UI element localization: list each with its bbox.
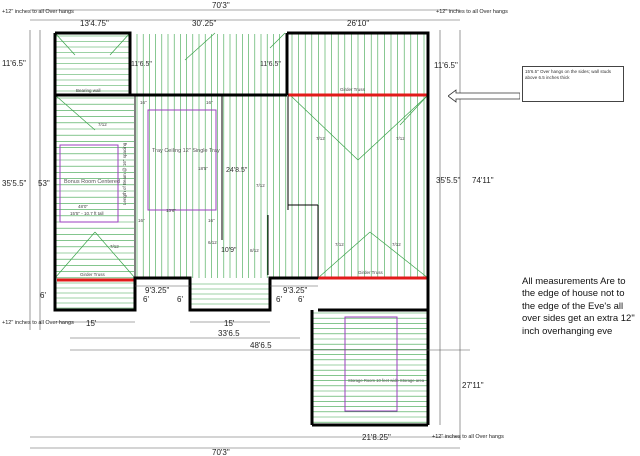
dim-bottom-4865: 48'6.5 [250,341,272,350]
dim-top-total: 70'3" [212,1,230,10]
dim-bottom-total: 70'3" [212,448,230,456]
dim-bottom-15-mid: 15' [224,319,235,328]
overhang-bottom-right: +12" inches to all Over hangs [432,434,504,440]
spacing-16-b: 16" [206,100,213,105]
dim-bottom-6-a: 6' [143,295,149,304]
pitch-8-12: 8/12 [250,248,259,253]
measurement-note: All measurements Are to the edge of hous… [522,276,635,337]
dim-left-53: 53" [38,179,50,188]
dim-bottom-6-c: 6' [276,295,282,304]
pitch-712-a: 7/12 [98,122,107,127]
pitch-712-d: 7/12 [110,244,119,249]
tray-dim-b: 13'6" [166,208,176,213]
beam-label: Length of Beam @ 16" spacing [122,142,127,205]
dim-right-upper: 11'6.5" [434,61,458,70]
pitch-712-c: 7/12 [396,136,405,141]
girder-truss-top-label: Girder Truss [340,87,366,92]
room-outlines [59,109,398,412]
dim-bottom-6-d: 6' [298,295,304,304]
inner-109: 10'9" [221,247,237,254]
dim-right-lower: 27'11" [462,381,484,390]
interior-walls [134,95,319,278]
pitch-712-b: 7/12 [316,136,325,141]
bonus-room-width: 48'0" [78,204,88,209]
inner-2485: 24'8.5" [226,167,248,174]
dim-left-lower: 6' [40,291,46,300]
dim-bottom-2182: 21'8.25" [362,433,391,442]
exterior-walls [53,31,430,427]
pitch-6-12: 6/12 [208,240,217,245]
callout-arrow-icon [448,89,520,103]
tray-dim-a: 18'5" [198,166,208,171]
dim-left-mid: 35'5.5" [2,179,27,188]
bonus-room-outline [59,144,119,223]
pitch-712-f: 7/12 [392,242,401,247]
hip-lines [54,32,429,279]
overhang-top-right: +12" inches to all Over hangs [436,9,508,15]
pitch-712-e: 7/12 [335,242,344,247]
storage-outline [344,316,398,412]
spacing-16-c: 16" [138,218,145,223]
spacing-16-a: 16" [140,100,147,105]
dim-left-upper: 11'6.5" [2,59,26,68]
dim-top-left: 13'4.75" [80,19,109,28]
dim-bottom-933-right: 9'3.25" [283,286,308,295]
truss-lines [56,34,427,423]
tray-ceiling-label: Tray Ceiling 12" Single Tray [152,148,220,154]
inner-1165-b: 11'6.5" [260,61,281,68]
dim-top-mid: 30'.25" [192,19,217,28]
pitch-712-g: 7/12 [256,183,265,188]
dim-top-right: 26'10" [347,19,369,28]
girder-truss-left-label: Girder Truss [80,272,106,277]
overhang-top-left: +12" inches to all Over hangs [2,9,74,15]
dim-bottom-15-left: 15' [86,319,97,328]
dim-bottom-6-b: 6' [177,295,183,304]
dim-bottom-3365: 33'6.5 [218,329,240,338]
inner-1165-a: 11'6.5" [131,61,152,68]
dim-right-mid: 35'5.5" [436,176,461,185]
spacing-16-d: 16" [208,218,215,223]
tray-ceiling-outline [147,109,217,211]
dim-right-total: 74'11" [472,176,494,185]
girder-truss-right-label: Girder Truss [358,270,384,275]
overhang-mid-left: +12" inches to all Over hangs [2,320,74,326]
dim-bottom-933-left: 9'3.25" [145,286,170,295]
bonus-room-label: Bonus Room Centered [64,179,120,185]
bonus-room-size: 15'5" - 10.7 ft tall [70,211,103,216]
storage-label: Storage Room 10 feet wide Storage area [348,378,425,383]
callout-box: 15'6.5" Over hangs on the sides; wall st… [522,66,624,102]
girder-trusses [57,93,428,282]
bearing-wall-label: Bearing wall [76,88,101,93]
